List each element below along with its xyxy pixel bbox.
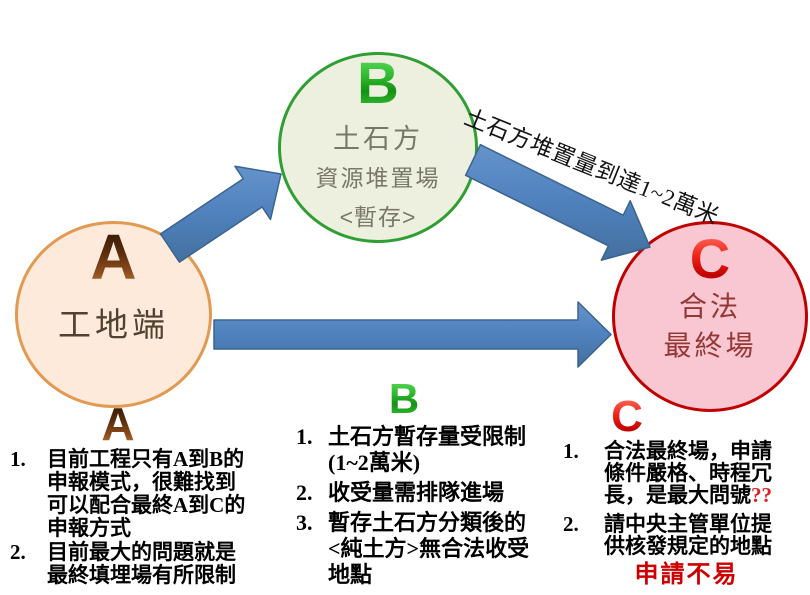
item-text-accent: ?? [751,483,772,507]
node-b-line1: 土石方 [333,124,423,154]
notes-c-footer: 申請不易 [634,562,739,588]
arrow-b-to-c [464,143,651,261]
item-text: 暫存土石方分類後的 <純土方>無合法收受 地點 [328,510,530,587]
item-number: 1. [10,447,26,471]
arrow-a-to-c [213,301,612,368]
node-b-stockpile-circle: B 土石方 資源堆置場 <暫存> [278,52,478,243]
list-item: 3. 暫存土石方分類後的 <純土方>無合法收受 地點 [296,510,562,588]
section-heading-c: C [603,395,651,439]
notes-section-b: 1. 土石方暫存量受限制 (1~2萬米) 2. 收受量需排隊進場 3. 暫存土石… [296,424,562,592]
node-a-letter: A [90,221,137,293]
section-heading-b: B [380,378,428,420]
list-item: 2. 目前最大的問題就是 最終填埋場有所限制 [10,541,262,587]
node-b-line2: 資源堆置場 [315,165,441,191]
item-text: 土石方暫存量受限制 (1~2萬米) [328,424,527,475]
item-text: 合法最終場，申請 條件嚴格、時程冗 長，是最大問號 [604,439,772,507]
item-number: 2. [563,512,579,536]
item-text: 目前最大的問題就是 最終填埋場有所限制 [47,540,236,587]
item-number: 1. [563,439,579,463]
arrow-a-to-b [159,165,282,263]
notes-section-c: 1. 合法最終場，申請 條件嚴格、時程冗 長，是最大問號?? 2. 請中央主管單… [563,440,810,588]
node-c-letter: C [689,227,731,290]
list-item: 2. 請中央主管單位提 供核發規定的地點 [563,513,810,557]
item-number: 1. [296,424,313,449]
node-b-letter: B [357,51,399,116]
list-item: 1. 合法最終場，申請 條件嚴格、時程冗 長，是最大問號?? [563,440,810,506]
notes-section-a: 1. 目前工程只有A到B的 申報模式，很難找到 可以配合最終A到C的 申報方式 … [10,448,262,588]
list-item: 1. 目前工程只有A到B的 申報模式，很難找到 可以配合最終A到C的 申報方式 [10,448,262,540]
section-heading-a: A [92,401,144,447]
item-number: 3. [296,510,313,535]
node-c-line2: 最終場 [663,330,757,361]
item-text: 收受量需排隊進場 [328,480,505,505]
node-a-title: 工地端 [58,306,169,343]
item-text: 請中央主管單位提 供核發規定的地點 [604,512,772,558]
node-a-worksite-circle: A 工地端 [15,221,212,408]
item-number: 2. [10,540,26,564]
node-c-line1: 合法 [678,291,741,322]
list-item: 1. 土石方暫存量受限制 (1~2萬米) [296,424,562,476]
node-b-line3: <暫存> [339,204,417,230]
node-c-final-site-circle: C 合法 最終場 [612,221,808,412]
item-number: 2. [296,480,313,505]
item-text: 目前工程只有A到B的 申報模式，很難找到 可以配合最終A到C的 申報方式 [47,447,246,540]
list-item: 2. 收受量需排隊進場 [296,480,562,506]
